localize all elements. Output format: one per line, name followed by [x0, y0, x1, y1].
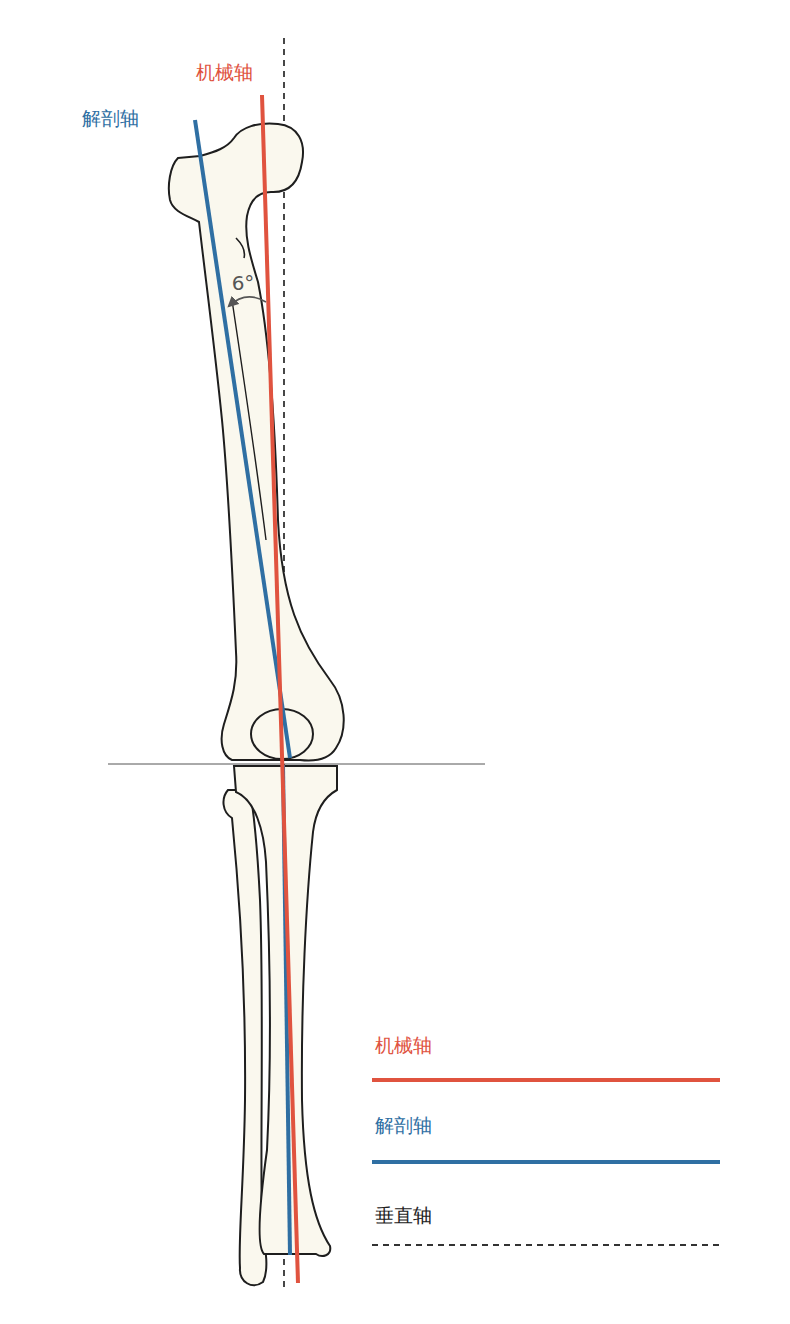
axis-name: 机械轴 — [196, 61, 253, 84]
legend-line-sample — [372, 1078, 720, 1082]
legend-label: 解剖轴 — [375, 1114, 432, 1137]
joint-line — [108, 764, 485, 765]
legend-label: 机械轴 — [375, 1034, 432, 1057]
legend-line-sample — [372, 1244, 720, 1246]
lesser-trochanter — [236, 238, 245, 258]
femur — [169, 124, 344, 761]
angle-value: 6° — [232, 271, 255, 295]
legend-line-sample — [372, 1160, 720, 1164]
anatomical-axis-femur — [195, 120, 290, 758]
mechanical-axis — [262, 95, 298, 1283]
angle-arc — [229, 297, 266, 306]
femur-ridge — [232, 300, 266, 540]
legend-label: 垂直轴 — [375, 1204, 432, 1227]
axis-name: 解剖轴 — [82, 107, 139, 130]
